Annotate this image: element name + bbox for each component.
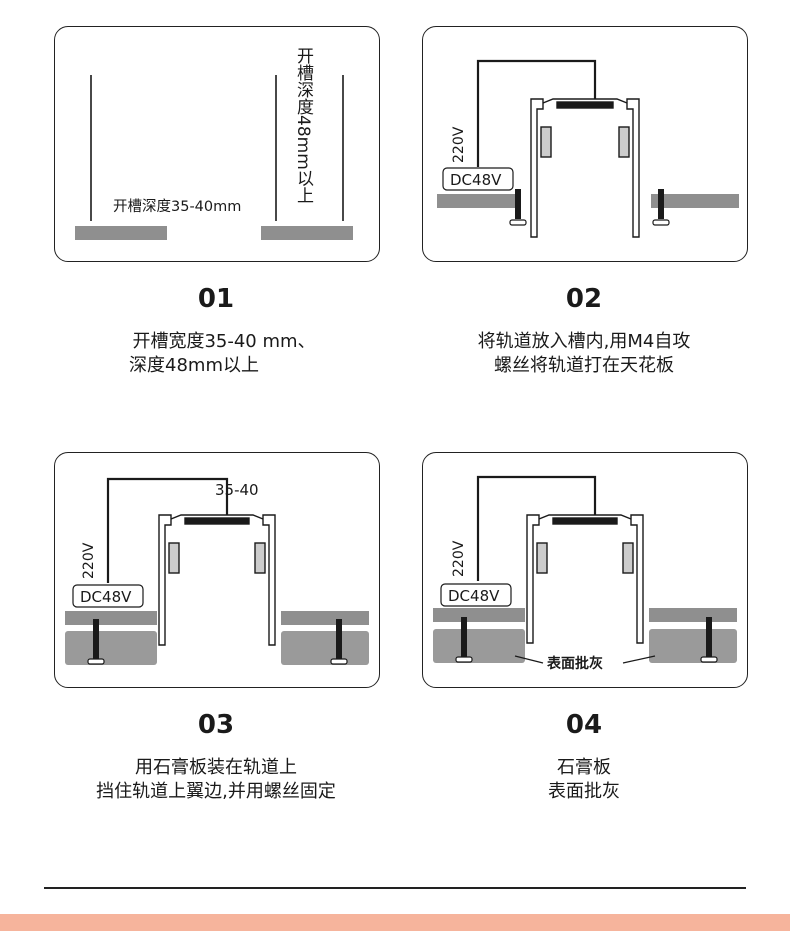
step3-diagram: 35-40 DC48V 220V — [65, 477, 369, 665]
width-label: 35-40 — [215, 481, 259, 499]
screw-right — [700, 617, 718, 663]
footer-accent-bar — [0, 914, 790, 931]
step3-number: 03 — [197, 710, 235, 740]
step3-desc-line1: 用石膏板装在轨道上 — [135, 757, 297, 778]
screw-left — [87, 619, 105, 665]
power-wire — [476, 59, 597, 167]
step3-desc-line2: 挡住轨道上翼边,并用螺丝固定 — [96, 781, 336, 802]
step4-desc-line1: 石膏板 — [557, 757, 611, 778]
ceiling-slab-left — [437, 194, 517, 208]
gypsum-board-left — [65, 631, 157, 665]
ceiling-slab-left — [433, 608, 525, 622]
ceiling-slab-right — [261, 226, 353, 240]
step2-diagram: DC48V 220V — [437, 59, 739, 238]
dc-label-box — [442, 167, 514, 191]
track-profile — [530, 98, 640, 238]
groove-depth-label: 开槽深度35-40mm — [113, 198, 241, 215]
step3-description: 用石膏板装在轨道上 挡住轨道上翼边,并用螺丝固定 — [46, 756, 386, 804]
gypsum-board-right — [281, 631, 369, 665]
step1-desc-line1: 开槽宽度35-40 mm、 — [132, 331, 316, 352]
step2-description: 将轨道放入槽内,用M4自攻 螺丝将轨道打在天花板 — [414, 330, 754, 378]
power-wire — [106, 477, 229, 583]
ceiling-slab-right — [651, 194, 739, 208]
step1-desc-line2: 深度48mm以上 — [129, 355, 259, 376]
screw-left — [509, 189, 527, 226]
surface-label: 表面批灰 — [546, 655, 603, 672]
step4-description: 石膏板 表面批灰 — [414, 756, 754, 804]
ceiling-slab-right — [649, 608, 737, 622]
gypsum-board-right — [649, 629, 737, 663]
dc-label-box — [72, 584, 144, 608]
step1-diagram-panel: 开槽深度35-40mm 开槽深度48mm以上 — [54, 26, 380, 262]
dc-label: DC48V — [448, 587, 500, 605]
surface-pointer-right — [622, 655, 656, 664]
step2-desc-line2: 螺丝将轨道打在天花板 — [494, 355, 674, 376]
screw-left — [455, 617, 473, 663]
track-profile — [526, 514, 644, 644]
step3-diagram-panel: 35-40 DC48V 220V — [54, 452, 380, 688]
track-profile — [158, 514, 276, 646]
voltage-label: 220V — [451, 540, 467, 577]
voltage-label: 220V — [451, 126, 467, 163]
screw-right — [330, 619, 348, 665]
step4-desc-line2: 表面批灰 — [548, 781, 620, 802]
step4-diagram-panel: DC48V 220V 表面批灰 — [422, 452, 748, 688]
groove-depth-vertical-label: 开槽深度48mm以上 — [293, 47, 314, 204]
ceiling-slab-left — [65, 611, 157, 625]
step1-number: 01 — [197, 284, 235, 314]
screw-right — [652, 189, 670, 226]
step1-description: 开槽宽度35-40 mm、 深度48mm以上 — [54, 330, 394, 378]
step2-diagram-panel: DC48V 220V — [422, 26, 748, 262]
surface-pointer-left — [514, 655, 544, 664]
power-wire — [476, 475, 597, 581]
step2-desc-line1: 将轨道放入槽内,用M4自攻 — [477, 331, 691, 352]
step2-number: 02 — [565, 284, 603, 314]
voltage-label: 220V — [81, 542, 97, 579]
step1-diagram: 开槽深度35-40mm 开槽深度48mm以上 — [75, 47, 353, 240]
ceiling-slab-right — [281, 611, 369, 625]
divider-line — [44, 887, 746, 889]
step4-number: 04 — [565, 710, 603, 740]
dc-label: DC48V — [80, 588, 132, 606]
ceiling-slab-left — [75, 226, 167, 240]
gypsum-board-left — [433, 629, 525, 663]
step4-diagram: DC48V 220V 表面批灰 — [433, 475, 737, 672]
dc-label: DC48V — [450, 171, 502, 189]
dc-label-box — [440, 583, 512, 607]
